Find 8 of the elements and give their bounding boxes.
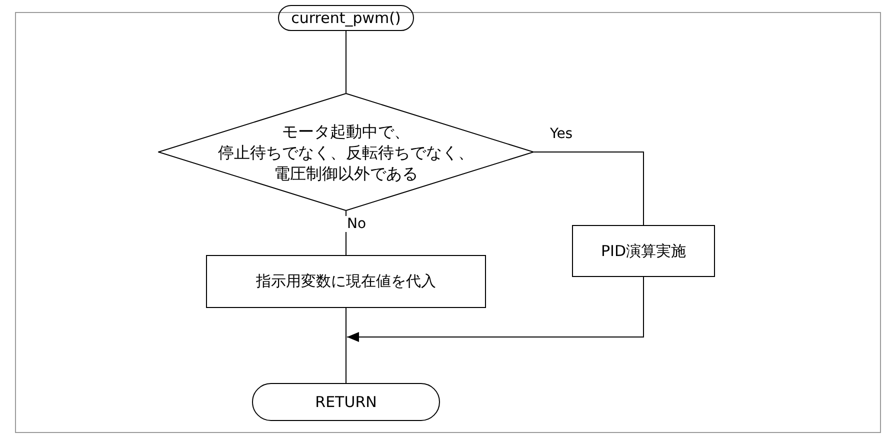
decision-diamond: モータ起動中で、停止待ちでなく、反転待ちでなく、電圧制御以外である [158, 93, 534, 211]
process-box: PID演算実施 [572, 225, 715, 277]
connector-line [534, 152, 644, 226]
edge-label: No [345, 216, 368, 232]
arrow [346, 276, 644, 342]
terminal-shape: RETURN [252, 383, 440, 421]
terminal-shape: current_pwm() [278, 5, 414, 31]
process-box: 指示用変数に現在値を代入 [206, 255, 486, 308]
